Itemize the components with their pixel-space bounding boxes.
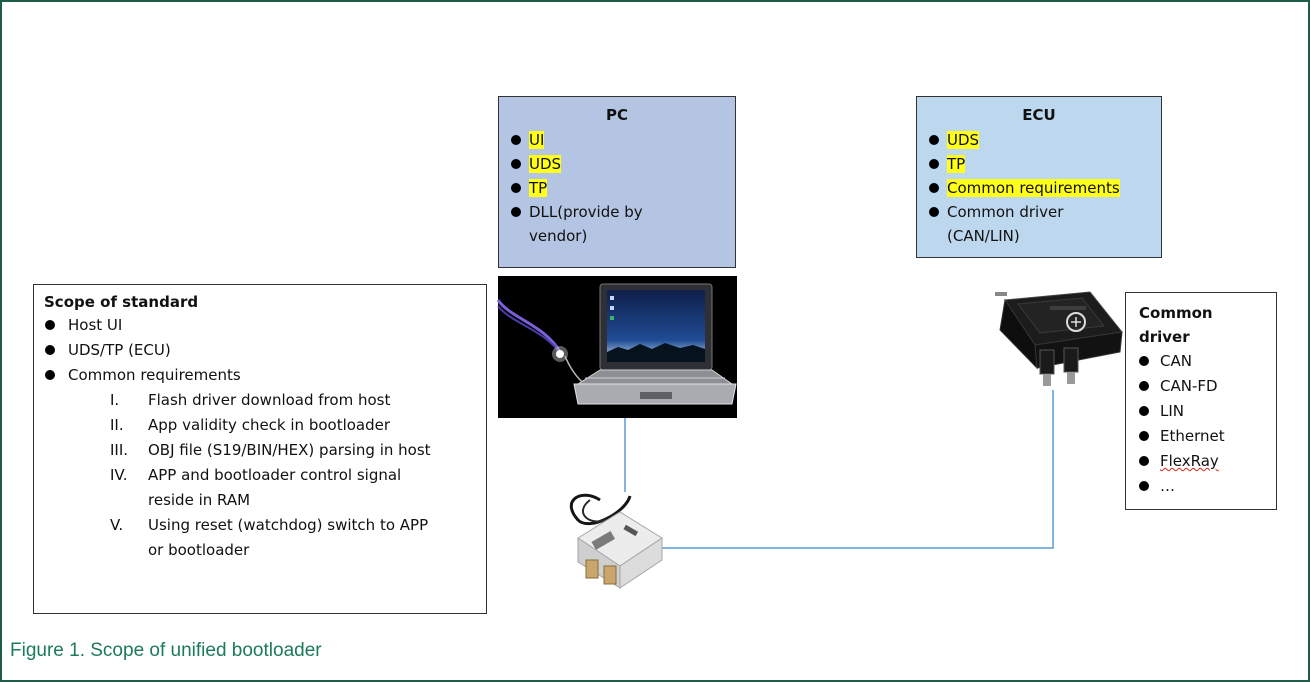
pc-box: PC UI UDS TP DLL(provide by vendor): [498, 96, 736, 268]
ecu-item-tp: TP: [947, 155, 966, 173]
sub-item-text: Flash driver download from host: [148, 391, 391, 409]
list-item: FlexRay: [1126, 449, 1276, 474]
pc-item-tp: TP: [529, 179, 548, 197]
pc-title: PC: [605, 106, 628, 124]
scope-list: Host UI UDS/TP (ECU) Common requirements: [34, 313, 486, 388]
roman-numeral: IV.: [110, 466, 128, 484]
driver-title: Common driver: [1139, 304, 1213, 346]
laptop-image: [496, 276, 737, 418]
ecu-item-common-requirements: Common requirements: [947, 179, 1120, 197]
ecu-item-common-driver: Common driver (CAN/LIN): [947, 203, 1064, 245]
list-item: UDS: [917, 128, 1161, 152]
scope-sublist: I. Flash driver download from host II. App…: [34, 388, 486, 563]
list-item: UI: [499, 128, 735, 152]
list-item: TP: [917, 152, 1161, 176]
roman-numeral: III.: [110, 441, 129, 459]
list-item: Common requirements: [34, 363, 486, 388]
list-item: Common driver (CAN/LIN): [917, 200, 1117, 248]
list-item: Ethernet: [1126, 424, 1276, 449]
sub-list-item: I. Flash driver download from host: [34, 388, 438, 413]
driver-list: CAN CAN-FD LIN Ethernet FlexRay …: [1126, 349, 1276, 499]
roman-numeral: II.: [110, 416, 124, 434]
roman-numeral: V.: [110, 516, 124, 534]
pc-item-uds: UDS: [529, 155, 562, 173]
pc-list: UI UDS TP DLL(provide by vendor): [499, 128, 735, 248]
ecu-module-image: [995, 291, 1123, 386]
sub-item-text: OBJ file (S19/BIN/HEX) parsing in host: [148, 441, 431, 459]
sub-item-text: App validity check in bootloader: [148, 416, 391, 434]
list-item: DLL(provide by vendor): [499, 200, 699, 248]
connector-adapter-ecu: [660, 390, 1054, 549]
sub-item-text: APP and bootloader control signal reside…: [148, 466, 402, 509]
ecu-list: UDS TP Common requirements Common driver…: [917, 128, 1161, 248]
usb-can-adapter-image: [569, 493, 663, 589]
list-item: LIN: [1126, 399, 1276, 424]
list-item: CAN: [1126, 349, 1276, 374]
scope-title: Scope of standard: [44, 293, 199, 311]
ecu-item-uds: UDS: [947, 131, 980, 149]
list-item: Host UI: [34, 313, 486, 338]
sub-item-text: Using reset (watchdog) switch to APP or …: [148, 516, 429, 559]
sub-list-item: IV. APP and bootloader control signal res…: [34, 463, 438, 513]
figure-caption: Figure 1. Scope of unified bootloader: [10, 640, 322, 661]
list-item: UDS: [499, 152, 735, 176]
sub-list-item: III. OBJ file (S19/BIN/HEX) parsing in ho…: [34, 438, 438, 463]
list-item: TP: [499, 176, 735, 200]
list-item: CAN-FD: [1126, 374, 1276, 399]
sub-list-item: II. App validity check in bootloader: [34, 413, 438, 438]
list-item: …: [1126, 474, 1276, 499]
list-item: Common requirements: [917, 176, 1161, 200]
list-item: UDS/TP (ECU): [34, 338, 486, 363]
roman-numeral: I.: [110, 391, 120, 409]
scope-box: Scope of standard Host UI UDS/TP (ECU) C…: [33, 284, 487, 614]
pc-item-ui: UI: [529, 131, 545, 149]
sub-list-item: V. Using reset (watchdog) switch to APP o…: [34, 513, 438, 563]
common-driver-box: Common driver CAN CAN-FD LIN Ethernet Fl…: [1125, 292, 1277, 510]
ecu-title: ECU: [1022, 106, 1056, 124]
ecu-box: ECU UDS TP Common requirements Common dr…: [916, 96, 1162, 258]
driver-item-flexray: FlexRay: [1160, 452, 1219, 470]
pc-item-dll: DLL(provide by vendor): [529, 203, 643, 245]
